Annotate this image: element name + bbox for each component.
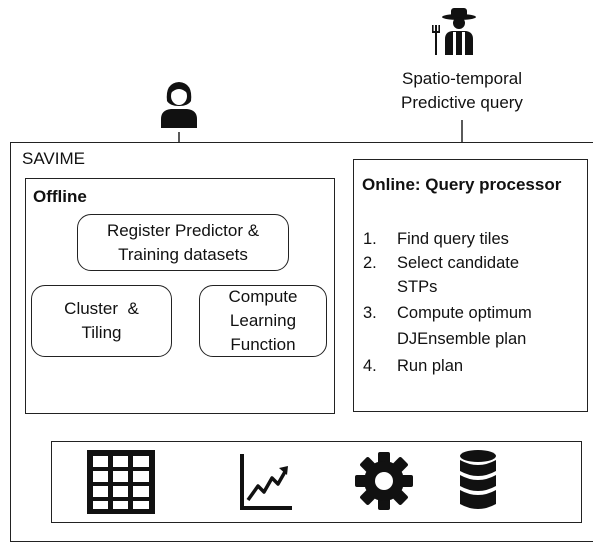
register-line1: Register Predictor & — [106, 220, 260, 240]
step-text: Run plan — [397, 357, 464, 375]
step-text: Compute optimum — [397, 304, 532, 322]
step-text: Find query tiles — [397, 230, 509, 248]
database-icon — [458, 448, 498, 514]
step-number: 4. — [363, 357, 377, 375]
compute-line2: Learning — [229, 311, 297, 330]
online-title: Online: Query processor — [362, 175, 562, 194]
gear-icon — [355, 449, 413, 513]
farmer-icon — [432, 6, 486, 56]
compute-line1: Compute — [228, 287, 298, 306]
step-number: 3. — [363, 304, 377, 322]
grid-table-icon — [85, 448, 157, 516]
user-icon — [158, 79, 200, 129]
step-number: 2. — [363, 254, 377, 272]
step-text-continued: DJEnsemble plan — [397, 330, 527, 348]
line-chart-icon — [238, 452, 294, 512]
savime-title: SAVIME — [22, 149, 85, 168]
query-label: Spatio-temporal Predictive query — [372, 67, 552, 115]
register-predictor-box: Register Predictor & Training datasets — [77, 214, 289, 271]
register-line2: Training datasets — [118, 244, 248, 264]
query-label-line1: Spatio-temporal — [401, 69, 522, 88]
compute-line3: Function — [230, 335, 296, 354]
cluster-line2: Tiling — [81, 323, 122, 342]
query-label-line2: Predictive query — [401, 93, 523, 112]
step-number: 1. — [363, 230, 377, 248]
offline-title: Offline — [33, 187, 87, 206]
step-text: Select candidate — [397, 254, 520, 272]
online-query-processor-box — [353, 159, 588, 412]
cluster-tiling-box: Cluster & Tiling — [31, 285, 172, 357]
compute-learning-box: Compute Learning Function — [199, 285, 327, 357]
cluster-line1: Cluster & — [64, 299, 139, 318]
step-text-continued: STPs — [397, 278, 438, 296]
